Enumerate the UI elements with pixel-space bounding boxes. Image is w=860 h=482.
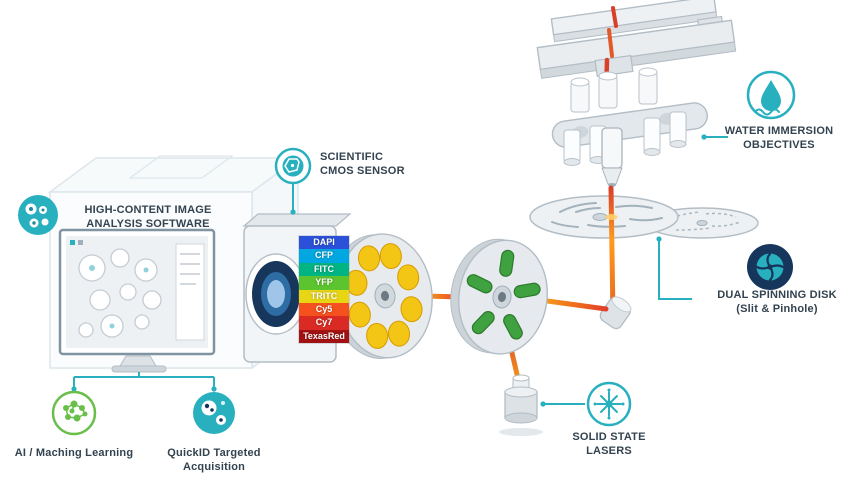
- label-quickid: QuickID Targeted Acquisition: [167, 447, 261, 474]
- excitation-dichroic-wheel: [450, 238, 548, 355]
- turning-mirror: [599, 296, 632, 330]
- label-cmos-sensor: SCIENTIFIC CMOS SENSOR: [320, 151, 405, 178]
- connectors: [71, 134, 728, 407]
- cmos-aperture-icon: [274, 147, 312, 185]
- label-water-objectives: WATER IMMERSION OBJECTIVES: [724, 125, 834, 152]
- connector-objectives: [701, 134, 728, 140]
- fluorophore-cy5: Cy5: [299, 302, 349, 317]
- label-dual-disk: DUAL SPINNING DISK (Slit & Pinhole): [717, 289, 837, 316]
- connector-software-bracket: [71, 372, 217, 392]
- analysis-monitor: [58, 228, 216, 373]
- emission-filter-wheel: [330, 233, 433, 359]
- fluorophore-cy7: Cy7: [299, 316, 349, 330]
- fluorophore-dapi: DAPI: [299, 236, 349, 250]
- ai-brain-icon: [51, 390, 97, 436]
- water-immersion-objectives: [563, 111, 687, 187]
- fluorophore-yfp: YFP: [299, 276, 349, 290]
- label-solid-state-lasers: SOLID STATE LASERS: [572, 431, 646, 458]
- connector-cmos: [290, 184, 296, 215]
- spinning-disk-icon: [747, 244, 793, 290]
- label-analysis-software: HIGH-CONTENT IMAGE ANALYSIS SOFTWARE: [84, 204, 212, 231]
- fluorophore-fitc: FITC: [299, 262, 349, 277]
- connector-laser: [540, 401, 585, 407]
- label-ai-ml: AI / Maching Learning: [14, 447, 134, 459]
- active-objective: [601, 127, 623, 187]
- analysis-software-icon: [18, 195, 58, 235]
- objective-mounts: [570, 67, 658, 113]
- fluorophore-tritc: TRITC: [299, 289, 349, 303]
- connector-disk: [656, 236, 692, 300]
- fluorophore-cfp: CFP: [299, 249, 349, 263]
- spinning-disk-primary: [529, 195, 679, 239]
- fluorophore-texasred: TexasRed: [299, 329, 349, 344]
- laser-starburst-icon: [586, 381, 632, 427]
- water-drop-icon: [746, 70, 796, 120]
- quickid-cells-icon: [193, 392, 235, 434]
- laser-unit: [499, 374, 543, 436]
- gantry: [536, 0, 737, 79]
- beam-vertical-main: [605, 185, 618, 319]
